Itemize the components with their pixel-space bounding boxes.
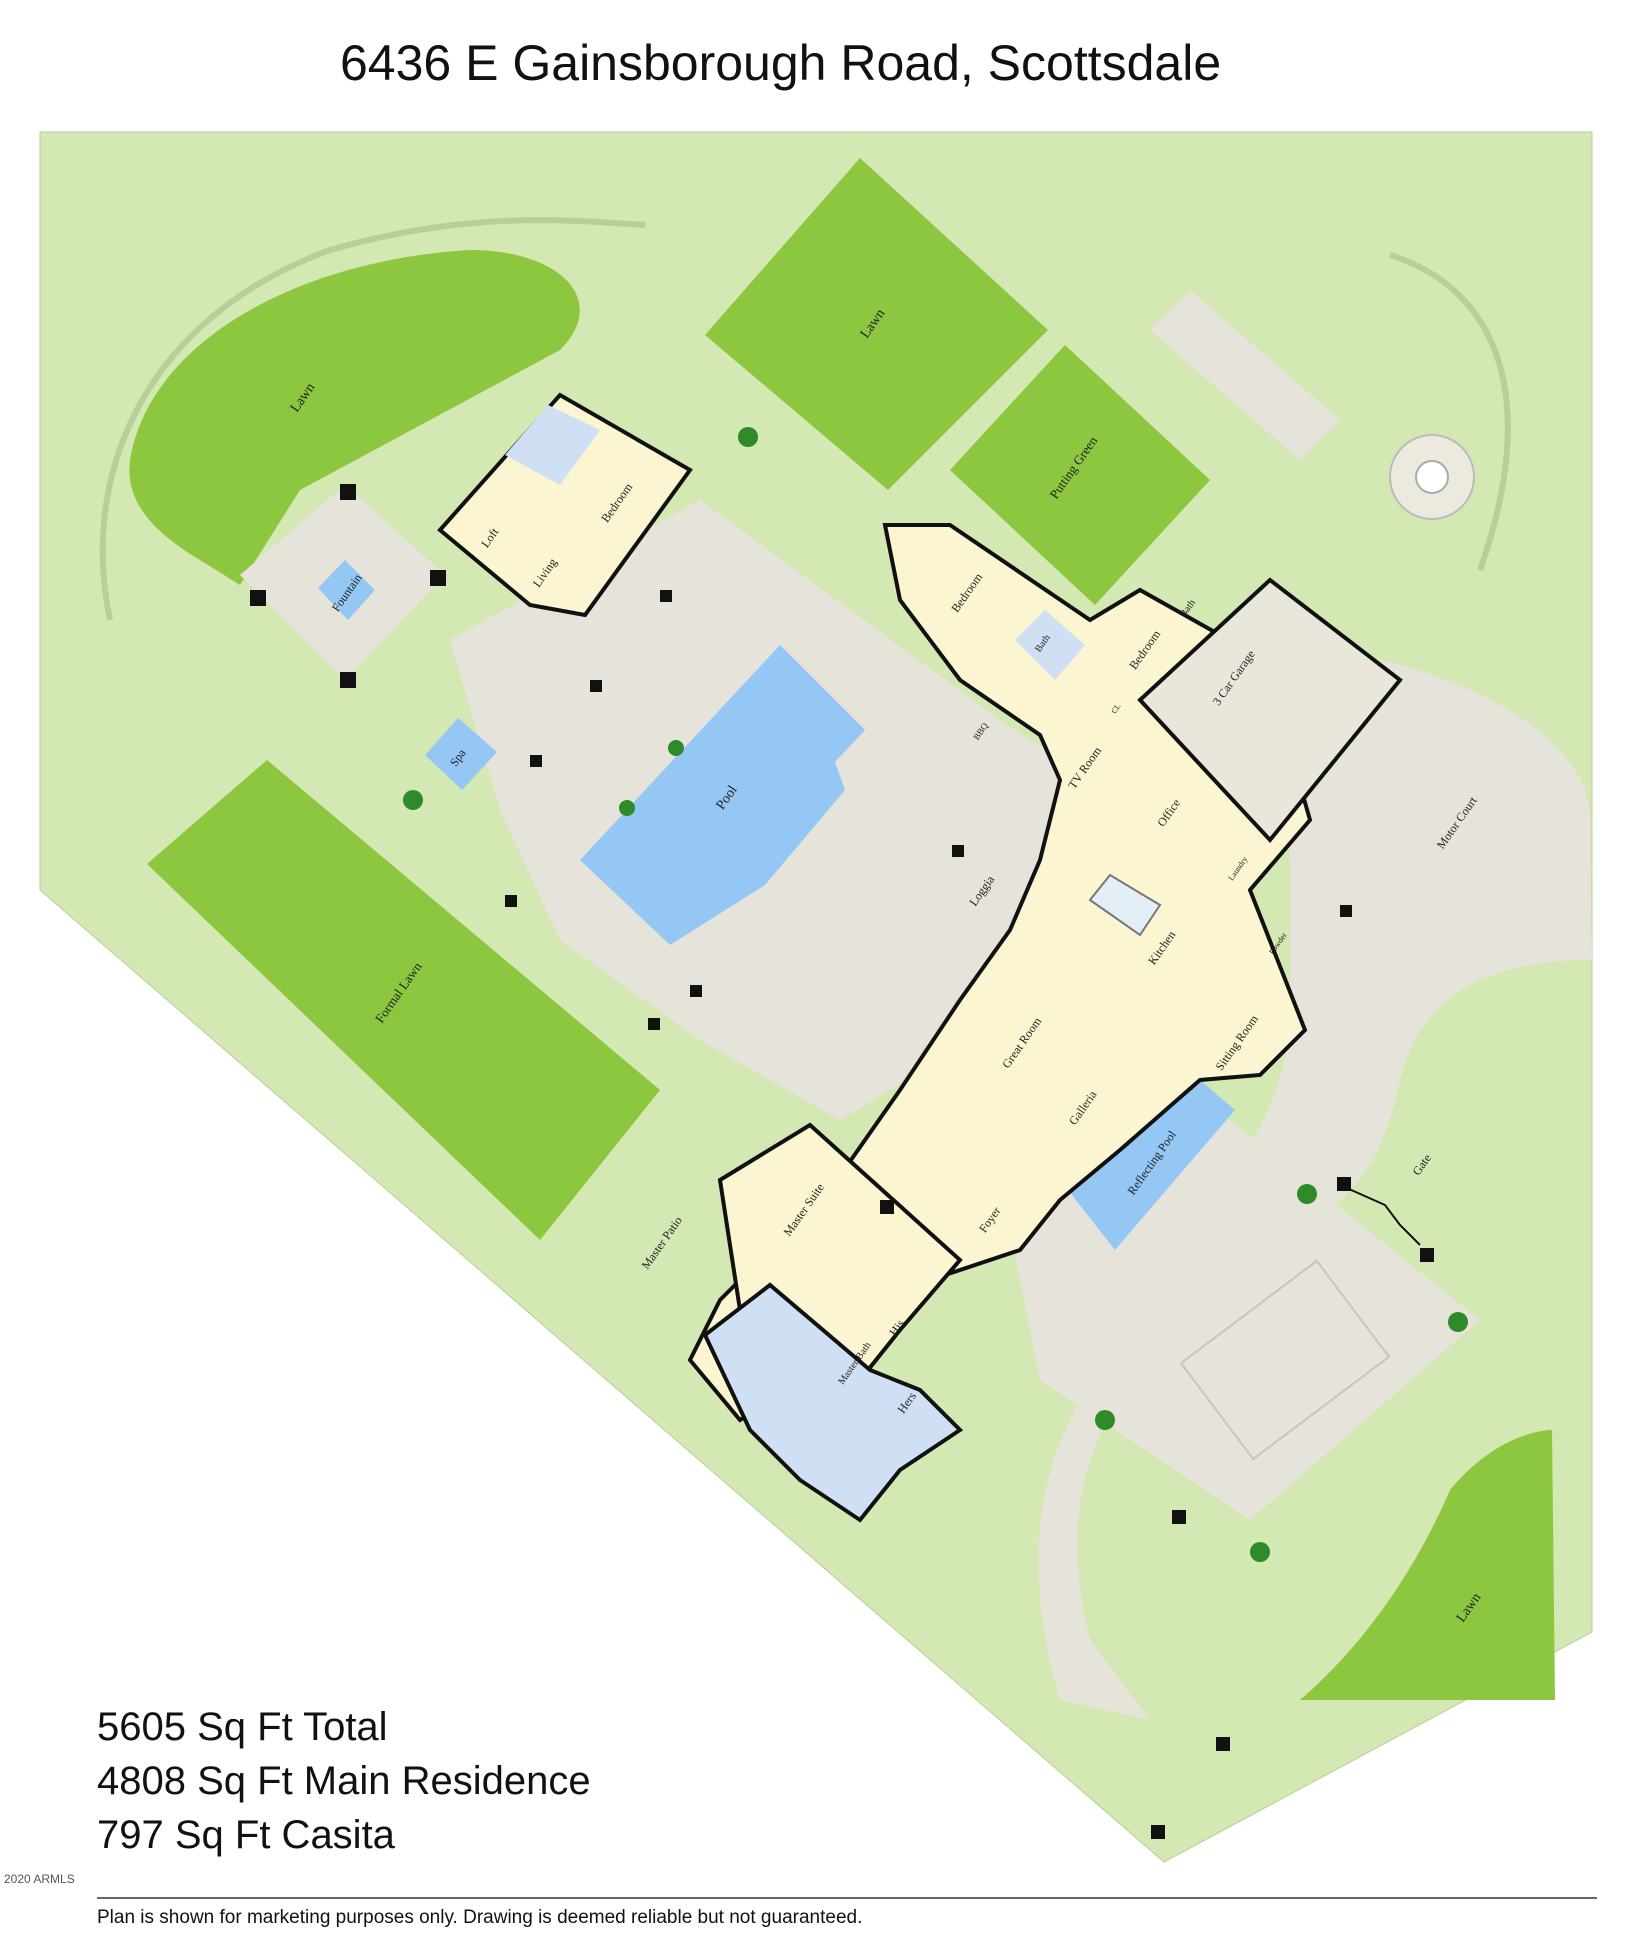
garage (1137, 577, 1403, 844)
master-bath-area (702, 1282, 964, 1523)
palm-tree-icon (1250, 1542, 1270, 1562)
column-markers (250, 484, 1434, 1839)
bedroom-wing-bath (1015, 610, 1085, 680)
palm-tree-icon (668, 740, 684, 756)
palm-tree-icon (403, 790, 423, 810)
gate-wall (1339, 1184, 1421, 1246)
spa (425, 718, 497, 790)
page-title: 6436 E Gainsborough Road, Scottsdale (340, 35, 1222, 91)
square-footage-summary: 5605 Sq Ft Total 4808 Sq Ft Main Residen… (97, 1700, 591, 1862)
palm-tree-icon (1095, 1410, 1115, 1430)
palm-tree-icon (738, 427, 758, 447)
lawn-nw (129, 250, 580, 585)
east-arc-path (1389, 252, 1511, 571)
palm-tree-icon (1448, 1312, 1468, 1332)
west-arc-path (99, 217, 646, 621)
south-court-inset (1179, 1259, 1391, 1461)
reflecting-pool (1068, 1080, 1235, 1250)
casita-sq-ft: 797 Sq Ft Casita (97, 1813, 395, 1857)
north-drive (1150, 290, 1340, 460)
lawn-se (1300, 1430, 1555, 1700)
north-roundabout-center (1415, 460, 1449, 494)
main-residence-sq-ft: 4808 Sq Ft Main Residence (97, 1759, 591, 1803)
motor-court-drive (1038, 640, 1592, 1720)
kitchen-island (1088, 873, 1162, 937)
casita-bath (505, 405, 600, 485)
palm-tree-icons (403, 427, 1468, 1562)
pool (580, 645, 865, 945)
formal-lawn (147, 760, 660, 1240)
total-sq-ft: 5605 Sq Ft Total (97, 1705, 388, 1749)
copyright-watermark: 2020 ARMLS (4, 1872, 75, 1886)
fountain (318, 560, 375, 620)
lawn-n (705, 158, 1048, 490)
disclaimer: Plan is shown for marketing purposes onl… (97, 1907, 863, 1928)
putting-green (950, 345, 1210, 605)
footer-divider (97, 1897, 1597, 1899)
palm-tree-icon (1297, 1184, 1317, 1204)
palm-tree-icon (619, 800, 635, 816)
